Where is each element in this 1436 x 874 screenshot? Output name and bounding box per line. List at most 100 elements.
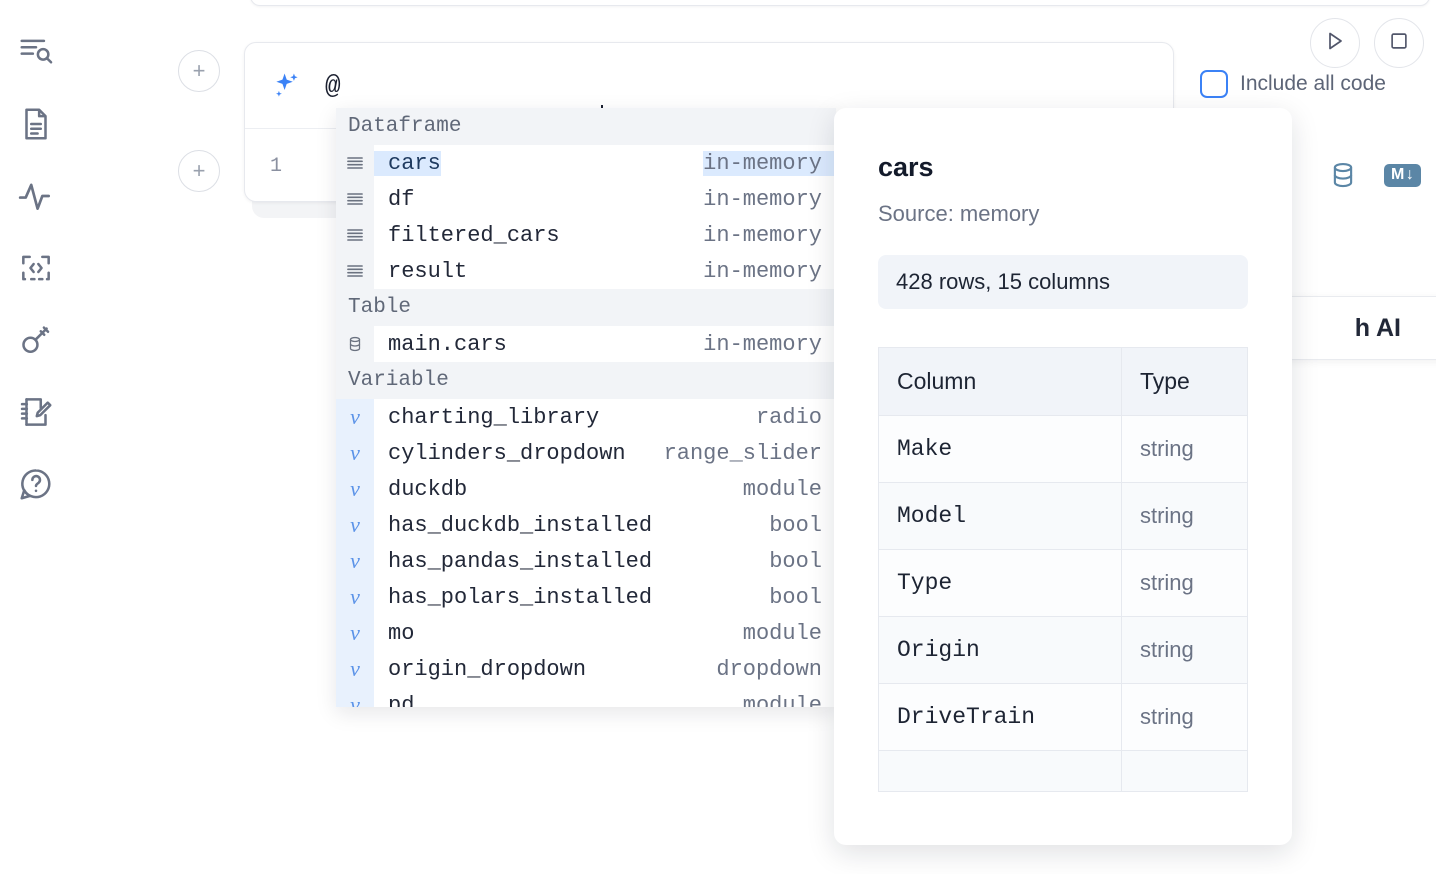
markdown-icon[interactable]: M ↓: [1384, 163, 1422, 187]
markdown-letter: M: [1391, 165, 1405, 183]
dataframe-icon: [336, 217, 374, 253]
code-brackets-icon: [17, 249, 55, 287]
autocomplete-item-type: bool: [769, 512, 822, 538]
table-header-cell: Column: [878, 347, 1122, 416]
autocomplete-item-label: charting_library: [388, 404, 600, 430]
sidebar-item-secrets[interactable]: [8, 304, 64, 376]
sidebar-item-snippets[interactable]: [8, 232, 64, 304]
autocomplete-item-label: has_pandas_installed: [388, 548, 653, 574]
include-all-code-row[interactable]: Include all code: [1200, 70, 1386, 98]
variable-icon: v: [336, 471, 374, 507]
add-cell-button-top[interactable]: +: [178, 50, 220, 92]
database-icon[interactable]: [1328, 160, 1358, 190]
column-name-cell: Model: [878, 482, 1122, 550]
dataframe-icon: [336, 253, 374, 289]
sidebar-item-outline[interactable]: [8, 16, 64, 88]
code-editor-row[interactable]: 1: [245, 130, 1173, 202]
plus-icon: +: [192, 158, 206, 183]
autocomplete-item-type: in-memory: [703, 258, 822, 284]
detail-stats-badge: 428 rows, 15 columns: [878, 255, 1248, 309]
autocomplete-item[interactable]: df in-memory: [336, 181, 836, 217]
sidebar-item-activity[interactable]: [8, 160, 64, 232]
autocomplete-item-label: df: [388, 186, 415, 212]
autocomplete-item-type: in-memory: [703, 222, 822, 248]
cell-above-stub: [250, 0, 1430, 6]
markdown-arrow: ↓: [1405, 165, 1415, 183]
autocomplete-item[interactable]: v has_duckdb_installed bool: [336, 507, 836, 543]
include-all-code-checkbox[interactable]: [1200, 70, 1228, 98]
file-text-icon: [17, 105, 55, 143]
variable-icon: v: [336, 579, 374, 615]
autocomplete-item-type: module: [742, 692, 822, 708]
ai-prompt-input[interactable]: [325, 70, 1173, 101]
sidebar-item-file[interactable]: [8, 88, 64, 160]
variable-icon: v: [336, 543, 374, 579]
autocomplete-item-label: result: [388, 258, 468, 284]
dataframe-icon: [336, 181, 374, 217]
autocomplete-item[interactable]: v has_pandas_installed bool: [336, 543, 836, 579]
autocomplete-item-label: has_duckdb_installed: [388, 512, 653, 538]
autocomplete-item[interactable]: cars in-memory: [336, 145, 836, 181]
autocomplete-item-type: dropdown: [716, 656, 822, 682]
autocomplete-group-header: Table: [336, 289, 836, 326]
autocomplete-item-label: pd: [388, 692, 415, 708]
sidebar-item-scratchpad[interactable]: [8, 376, 64, 448]
help-chat-icon: [17, 465, 55, 503]
autocomplete-item-label: origin_dropdown: [388, 656, 587, 682]
autocomplete-item-type: in-memory: [703, 150, 836, 176]
column-type-cell: string: [1120, 482, 1249, 550]
activity-pulse-icon: [17, 177, 55, 215]
autocomplete-item[interactable]: v charting_library radio: [336, 399, 836, 435]
autocomplete-item-type: radio: [755, 404, 822, 430]
column-name-cell: Make: [878, 415, 1122, 483]
cell-tool-icons: M ↓: [1328, 160, 1422, 190]
autocomplete-item-label: cylinders_dropdown: [388, 440, 626, 466]
stop-button[interactable]: [1374, 18, 1424, 68]
sidebar-item-help[interactable]: [8, 448, 64, 520]
column-type-cell: string: [1120, 549, 1249, 617]
run-button[interactable]: [1310, 18, 1360, 68]
autocomplete-item-type: in-memory: [703, 186, 822, 212]
autocomplete-item-label: has_polars_installed: [388, 584, 653, 610]
detail-title: cars: [878, 152, 934, 182]
table-header-cell: Type: [1120, 347, 1249, 416]
notebook-pencil-icon: [17, 393, 55, 431]
key-icon: [17, 321, 55, 359]
outline-search-icon: [17, 33, 55, 71]
line-number: 1: [269, 154, 282, 178]
plus-icon: +: [192, 58, 206, 83]
sparkles-icon: [269, 69, 303, 103]
autocomplete-item[interactable]: result in-memory: [336, 253, 836, 289]
autocomplete-item[interactable]: filtered_cars in-memory: [336, 217, 836, 253]
autocomplete-item-type: bool: [769, 584, 822, 610]
column-type-cell: string: [1120, 616, 1249, 684]
column-name-cell: DriveTrain: [878, 683, 1122, 751]
autocomplete-item[interactable]: v has_polars_installed bool: [336, 579, 836, 615]
autocomplete-item-label: cars: [374, 150, 441, 176]
autocomplete-item-type: bool: [769, 548, 822, 574]
column-name-cell: Origin: [878, 616, 1122, 684]
table-row: [878, 750, 1249, 792]
variable-icon: v: [336, 507, 374, 543]
autocomplete-item-label: filtered_cars: [388, 222, 560, 248]
autocomplete-item-label: mo: [388, 620, 415, 646]
ai-prompt-row: [245, 43, 1173, 129]
variable-icon: v: [336, 399, 374, 435]
add-cell-button-bottom[interactable]: +: [178, 150, 220, 192]
table-database-icon: [336, 326, 374, 362]
include-all-code-label: Include all code: [1240, 72, 1386, 95]
autocomplete-item-type: module: [742, 620, 822, 646]
